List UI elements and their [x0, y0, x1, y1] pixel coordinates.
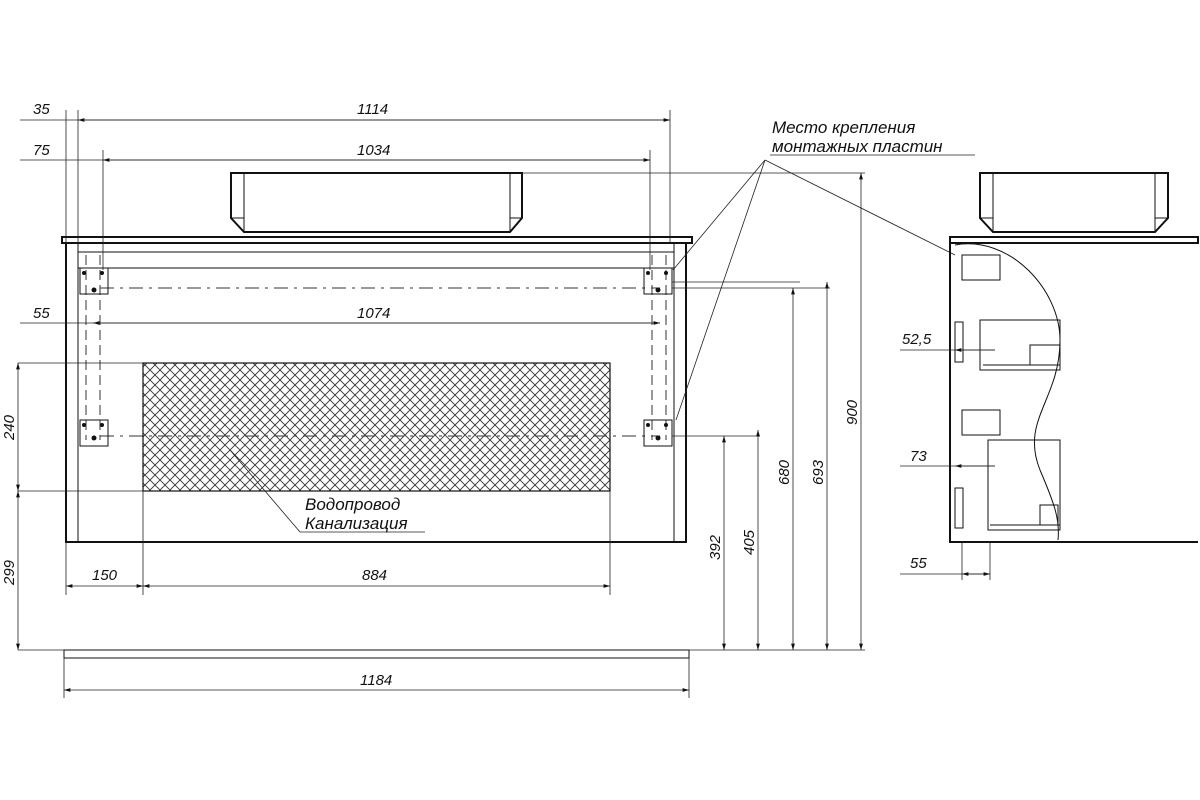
dim-392: 392 [707, 534, 724, 560]
side-plate-1 [961, 254, 1001, 281]
dim-693: 693 [810, 459, 827, 485]
dim-75: 75 [33, 142, 50, 159]
dim-240: 240 [1, 414, 18, 441]
dim-73: 73 [910, 448, 927, 465]
plumbing-zone [142, 362, 611, 492]
mounting-plate-bottom-left [79, 419, 109, 447]
section-curve [954, 243, 1061, 541]
dim-55-front: 55 [33, 305, 50, 322]
side-plate-4 [954, 487, 964, 529]
side-plate-3 [961, 409, 1001, 436]
cabinet-body-front [65, 242, 687, 543]
dim-900: 900 [844, 399, 861, 425]
sink-basin-front [230, 172, 523, 233]
dim-52-5: 52,5 [902, 331, 932, 348]
countertop-front [61, 236, 693, 244]
sink-basin-side [979, 172, 1169, 233]
dim-680: 680 [776, 459, 793, 485]
lower-drawer [987, 439, 1061, 531]
side-view [900, 172, 1199, 580]
dim-299: 299 [1, 559, 18, 586]
dim-884: 884 [362, 567, 387, 584]
upper-drawer [979, 319, 1061, 371]
mounting-plate-bottom-right [643, 419, 673, 447]
cabinet-side [949, 243, 1198, 543]
dim-405: 405 [741, 529, 758, 555]
dim-1114: 1114 [357, 101, 388, 118]
dim-150: 150 [92, 567, 118, 584]
dim-35: 35 [33, 101, 50, 118]
side-plate-2 [954, 321, 964, 363]
dim-1034: 1034 [357, 142, 390, 159]
note-pipe-line2: Канализация [305, 514, 408, 533]
front-view [61, 172, 693, 659]
dim-1074: 1074 [357, 305, 390, 322]
mounting-plate-top-right [643, 267, 673, 295]
note-mount-line2: монтажных пластин [772, 137, 943, 156]
dimension-lines [16, 110, 975, 698]
floor-plinth [63, 649, 690, 659]
dim-1184: 1184 [360, 672, 392, 689]
mounting-plate-top-left [79, 267, 109, 295]
countertop-side [949, 236, 1199, 244]
note-mount-line1: Место крепления [772, 118, 915, 137]
note-pipe-line1: Водопровод [305, 495, 400, 514]
dim-55-side: 55 [910, 555, 927, 572]
